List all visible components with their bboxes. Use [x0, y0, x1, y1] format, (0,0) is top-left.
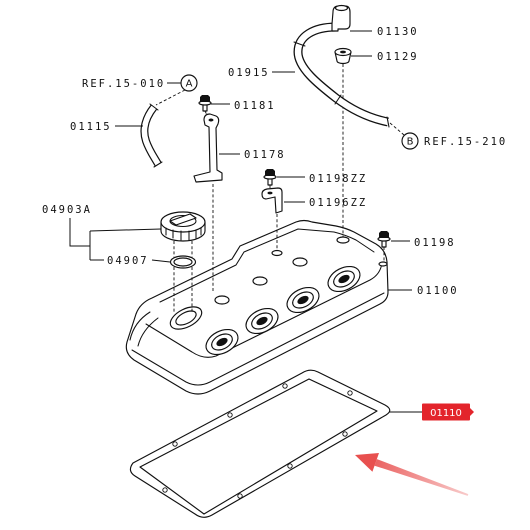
cover-boss: [214, 295, 230, 305]
spark-plug-hole: [327, 265, 361, 293]
hose-tube-fill: [294, 23, 389, 126]
callout-01130: 01130: [377, 26, 419, 38]
cover-boss: [271, 249, 283, 257]
red-pointer-arrow: [355, 453, 469, 496]
bracket-small: [261, 187, 283, 214]
grommet: [334, 47, 352, 65]
hose-band: [293, 41, 306, 47]
plug-bore: [297, 295, 309, 305]
callout-01915: 01915: [228, 67, 270, 79]
reference-a-marker: A: [186, 79, 193, 90]
gasket-bolt-hole: [282, 383, 288, 389]
reference-dash-b: [389, 122, 405, 136]
bolt-head: [265, 169, 275, 176]
bracket-plate: [193, 113, 223, 183]
cover-boss: [292, 257, 308, 267]
cover-boss: [336, 236, 350, 244]
grommet-bore: [340, 50, 346, 54]
bolt-head: [200, 95, 210, 102]
cap-ridges: [165, 227, 202, 241]
reference-b-circle: [401, 132, 419, 150]
assembly-dash: [204, 110, 208, 116]
leader-04903a: [69, 218, 162, 261]
cover-top-edge: [145, 261, 383, 358]
oil-filler-cap: [160, 211, 206, 242]
gasket-drawing: [129, 369, 391, 518]
callout-04903a: 04903A: [42, 204, 92, 216]
cover-boss: [252, 276, 268, 286]
oil-filler-hole: [169, 306, 203, 330]
gasket-bolt-hole: [347, 390, 353, 396]
callout-01198: 01198: [414, 237, 456, 249]
elbow-fitting: [331, 4, 351, 32]
reference-dash-a: [155, 89, 186, 106]
leader-lines: [69, 30, 422, 413]
gasket-bolt-hole: [162, 487, 168, 493]
cap-grip: [169, 213, 197, 226]
cover-nose-line: [129, 311, 151, 341]
hose-left: [140, 103, 163, 168]
callout-labels: 01130 01129 01915 01181 01115 01178 0119…: [42, 26, 459, 297]
reference-a: REF.15-010 A: [82, 74, 198, 92]
bracket-hole: [267, 191, 273, 195]
bracket-upper: [193, 113, 223, 183]
callout-01100: 01100: [417, 285, 459, 297]
hose-tube-fill: [141, 105, 161, 166]
arrow-head: [355, 453, 379, 472]
bolt-middle: [263, 169, 277, 186]
gasket-bolt-hole: [237, 493, 243, 499]
gasket-bolt-hole: [342, 431, 348, 437]
bolt-head: [379, 231, 389, 238]
bolt-right: [377, 231, 391, 248]
callout-01115: 01115: [70, 121, 112, 133]
assembly-lines: [155, 64, 405, 312]
bracket-plate: [261, 187, 283, 214]
bracket-hole: [208, 118, 214, 122]
o-ring-inner: [173, 257, 193, 267]
hose-top: [293, 22, 390, 128]
cover-ridge-line: [159, 228, 375, 303]
plug-bore: [256, 316, 268, 326]
arrow-shaft: [374, 459, 469, 496]
cover-outline: [125, 219, 389, 395]
highlight-label: 01110: [430, 408, 462, 419]
reference-a-circle: [180, 74, 198, 92]
elbow-top: [334, 4, 349, 12]
spark-plug-hole: [205, 328, 239, 356]
callout-01178: 01178: [244, 149, 286, 161]
hose-end: [386, 116, 390, 128]
spark-plug-hole: [286, 286, 320, 314]
callout-01198zz: 01198ZZ: [309, 173, 367, 185]
gasket-ring: [129, 369, 391, 518]
o-ring: [169, 255, 197, 269]
reference-b: B REF.15-210: [401, 132, 507, 150]
highlight-box: [422, 403, 470, 421]
bolt-upper: [198, 95, 212, 112]
valve-cover-drawing: [125, 219, 389, 395]
spark-plug-hole: [245, 307, 279, 335]
callout-01181: 01181: [234, 100, 276, 112]
cover-nose-line: [137, 317, 159, 347]
filler-neck-inner: [175, 310, 197, 326]
cover-flange-line: [131, 292, 385, 386]
hose-end: [149, 103, 163, 168]
callout-01196zz: 01196ZZ: [309, 197, 367, 209]
leader-04907: [151, 259, 171, 263]
gasket-bolt-hole: [287, 463, 293, 469]
plug-bore: [216, 337, 228, 347]
callout-01129: 01129: [377, 51, 419, 63]
cover-boss: [378, 261, 388, 267]
callout-04907: 04907: [107, 255, 149, 267]
highlight-tag-tip: [470, 408, 474, 416]
plug-bore: [338, 274, 350, 284]
hose-band: [334, 94, 342, 105]
reference-a-text: REF.15-010: [82, 78, 165, 90]
highlighted-callout: 01110: [422, 403, 474, 421]
gasket-bolt-hole: [227, 412, 233, 418]
gasket-bolt-hole: [172, 441, 178, 447]
reference-b-text: REF.15-210: [424, 136, 507, 148]
reference-b-marker: B: [407, 137, 414, 148]
